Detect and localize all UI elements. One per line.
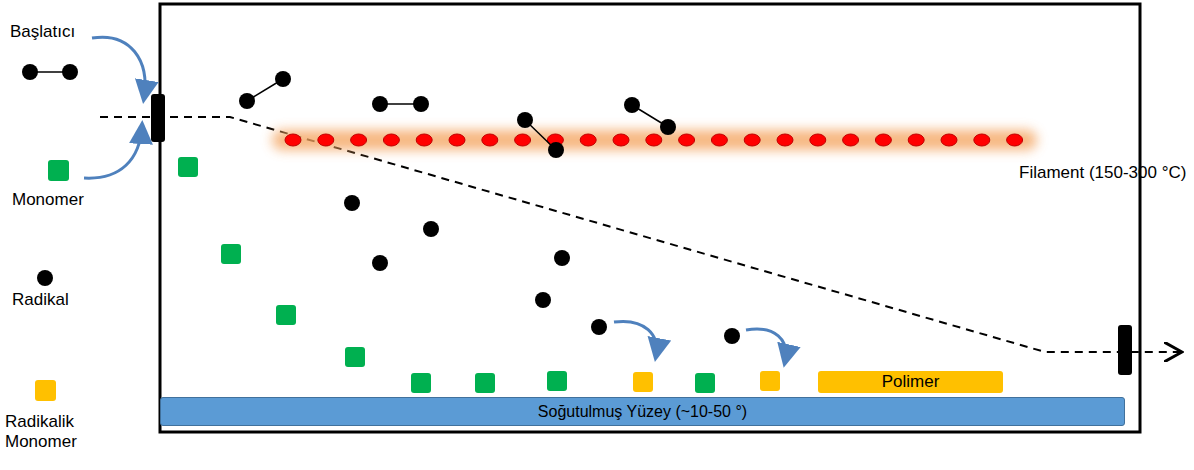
initiator-molecules — [239, 71, 676, 158]
radical — [372, 255, 388, 271]
filament-dot — [711, 134, 727, 146]
legend-text: Monomer — [12, 190, 84, 210]
initiator-atom — [548, 142, 564, 158]
cooled-surface: Soğutulmuş Yüzey (~10-50 °) — [160, 397, 1125, 426]
monomer — [178, 157, 198, 177]
radical — [344, 195, 360, 211]
gas-flow-line — [100, 117, 1180, 352]
node-text: Soğutulmuş Yüzey (~10-50 °) — [538, 403, 747, 421]
radical — [423, 221, 439, 237]
radical — [554, 250, 570, 266]
filament-dot — [646, 134, 662, 146]
legend-swatch — [35, 380, 56, 401]
filament-dots — [285, 134, 1023, 146]
radical-monomer — [760, 371, 780, 391]
monomer — [411, 373, 431, 393]
initiator-atom — [372, 96, 388, 112]
legend-text: Radikal — [12, 290, 69, 310]
reaction-arrow — [614, 321, 657, 356]
legend-text: Başlatıcı — [10, 22, 75, 42]
filament-glow — [272, 130, 1037, 150]
polymer-film: Polimer — [818, 371, 1003, 393]
radical-monomers — [633, 371, 780, 392]
radicals — [344, 195, 740, 344]
filament-dot — [580, 134, 596, 146]
filament-dot — [908, 134, 924, 146]
monomer — [695, 373, 715, 393]
initiator-atom — [275, 71, 291, 87]
filament-dot — [613, 134, 629, 146]
monomer — [221, 244, 241, 264]
initiator-atom — [239, 93, 255, 109]
filament-dot — [318, 134, 334, 146]
filament-dot — [875, 134, 891, 146]
initiator-atom — [413, 96, 429, 112]
initiator-atom — [624, 97, 640, 113]
filament-dot — [416, 134, 432, 146]
monomer — [547, 371, 567, 391]
monomer — [345, 347, 365, 367]
feed-arrow — [84, 126, 142, 178]
filament-dot — [351, 134, 367, 146]
filament-dot — [744, 134, 760, 146]
legend-swatch — [48, 160, 69, 181]
radical-monomer — [633, 372, 653, 392]
monomer — [276, 305, 296, 325]
chamber-wall — [160, 4, 1140, 432]
outlet-valve — [1118, 325, 1132, 375]
reaction-arrow — [746, 329, 786, 362]
filament-dot — [482, 134, 498, 146]
initiator-atom — [517, 112, 533, 128]
filament-dot — [777, 134, 793, 146]
inlet-valve — [151, 94, 165, 142]
filament-dot — [810, 134, 826, 146]
filament-label: Filament (150-300 °C) — [1019, 163, 1186, 183]
filament-dot — [974, 134, 990, 146]
initiator-sample — [22, 64, 78, 80]
filament-dot — [679, 134, 695, 146]
feed-arrow — [92, 37, 145, 98]
node-text: Polimer — [882, 372, 940, 392]
monomer-molecules — [178, 157, 715, 393]
initiator-atom — [660, 119, 676, 135]
filament-dot — [285, 134, 301, 146]
legend-swatch — [37, 270, 53, 286]
radical — [724, 328, 740, 344]
filament-dot — [1007, 134, 1023, 146]
radical — [535, 292, 551, 308]
filament-dot — [449, 134, 465, 146]
monomer — [475, 373, 495, 393]
radical — [591, 319, 607, 335]
filament-dot — [383, 134, 399, 146]
filament-dot — [843, 134, 859, 146]
filament-dot — [941, 134, 957, 146]
legend-text: Radikalik Monomer — [5, 412, 95, 453]
filament-dot — [515, 134, 531, 146]
